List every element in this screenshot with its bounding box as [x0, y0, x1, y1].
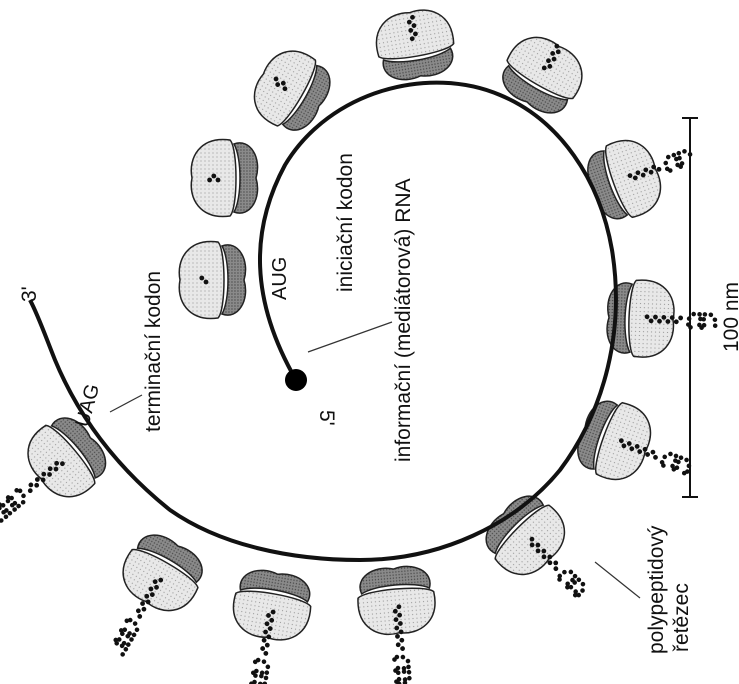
polypeptide-coil-bead — [663, 160, 669, 166]
polypeptide-bead — [216, 178, 221, 183]
polypeptide-coil-bead — [665, 154, 671, 160]
polypeptide-bead — [650, 449, 656, 455]
label-terminal-codon: terminační kodon — [142, 271, 165, 432]
polypeptide-coil-bead — [252, 679, 257, 684]
ribosome — [475, 485, 610, 620]
label-chain: řetězec — [670, 583, 693, 652]
ribosome — [570, 393, 704, 504]
polypeptide-bead — [207, 178, 212, 183]
polypeptide-coil-bead — [682, 148, 688, 154]
label-initiation-codon: iniciační kodon — [334, 153, 357, 292]
ribosome — [493, 26, 593, 123]
polypeptide-coil-bead — [407, 676, 412, 681]
polypeptide-coil-bead — [691, 312, 696, 317]
terminal-leader-line — [110, 395, 142, 412]
polypeptide-coil-bead — [568, 569, 575, 576]
ribosome — [372, 5, 459, 84]
mrna-leader-line — [308, 322, 392, 352]
polypeptide-coil-bead — [20, 499, 26, 505]
ribosome — [606, 279, 719, 360]
ribosome — [191, 140, 257, 217]
polypeptide-bead — [552, 565, 559, 572]
polypeptide-bead — [136, 613, 143, 620]
ribosome — [244, 40, 340, 140]
polypeptide-coil-bead — [131, 632, 137, 638]
polypeptide-bead — [199, 276, 204, 281]
polypeptide-coil-bead — [561, 569, 568, 576]
polypeptide-bead — [27, 487, 34, 494]
polypeptide-coil-bead — [557, 573, 564, 580]
ribosome — [219, 566, 315, 684]
polypeptide-coil-bead — [579, 587, 586, 594]
ribosome — [83, 526, 212, 673]
polypeptide-coil-bead — [713, 323, 718, 328]
label-5-prime: 5' — [315, 410, 338, 426]
polypeptide-coil-bead — [673, 453, 679, 459]
polypeptide-coil-bead — [708, 312, 713, 317]
polypeptide-bead — [400, 646, 405, 651]
polypeptide-bead — [652, 454, 658, 460]
polypeptide-bead — [674, 319, 679, 324]
polypeptide-bead — [141, 606, 148, 613]
label-aug: AUG — [269, 257, 291, 300]
polypeptide-coil-bead — [702, 312, 707, 317]
label-mrna: informační (mediátorová) RNA — [392, 178, 415, 462]
scale-bar — [682, 118, 698, 497]
polypeptide-bead — [552, 560, 559, 567]
polypeptide-bead — [135, 608, 142, 615]
polypeptide-coil-bead — [668, 451, 674, 457]
polypeptide-bead — [263, 651, 269, 657]
polypeptide-bead — [678, 315, 683, 320]
polypeptide-coil-bead — [134, 627, 140, 633]
polypeptide-coil-bead — [264, 670, 269, 675]
label-polypeptide: polypeptidový — [645, 525, 668, 654]
polypeptide-coil-bead — [676, 150, 682, 156]
polypeptide-bead — [211, 174, 216, 179]
polypeptide-coil-bead — [400, 655, 405, 660]
polypeptide-bead — [399, 638, 404, 643]
polypeptide-coil-bead — [713, 317, 718, 322]
polypeptide-coil-bead — [20, 493, 26, 499]
label-3-prime: 3' — [18, 286, 41, 302]
polypeptide-coil-bead — [407, 670, 412, 675]
polypeptide-bead — [261, 637, 267, 643]
ribosome-small-subunit — [234, 143, 258, 213]
polypeptide-bead — [260, 646, 266, 652]
polypeptide-coil-bead — [697, 312, 702, 317]
mrna-strand — [30, 83, 616, 560]
polypeptide-bead — [396, 642, 401, 647]
polypeptide-coil-bead — [684, 457, 690, 463]
polypeptide-coil-bead — [265, 664, 270, 669]
ribosome — [580, 119, 706, 227]
ribosome — [179, 242, 245, 319]
ribosome — [355, 564, 442, 684]
polypeptide-coil-bead — [580, 581, 587, 588]
polypeptide-bead — [204, 280, 209, 285]
polypeptide-bead — [33, 482, 40, 489]
label-scale: 100 nm — [720, 282, 739, 352]
polypeptide-coil-bead — [120, 651, 126, 657]
polypeptide-coil-bead — [405, 659, 410, 664]
polypeptide-coil-bead — [662, 454, 668, 460]
polypeptide-coil-bead — [261, 659, 266, 664]
label-uag: UAG — [72, 382, 104, 430]
polypeptide-coil-bead — [0, 517, 4, 523]
polypeptide-coil-bead — [132, 620, 138, 626]
ribosome-small-subunit — [222, 245, 246, 315]
polypeptide-bead — [265, 642, 271, 648]
polypeptide-bead — [28, 482, 35, 489]
polypeptide-coil-bead — [406, 664, 411, 669]
polypeptide-bead — [395, 634, 400, 639]
five-prime-end — [285, 369, 307, 391]
ribosome — [0, 407, 116, 549]
polypeptide-coil-bead — [263, 675, 268, 680]
polypeptide-leader-line — [595, 562, 640, 598]
